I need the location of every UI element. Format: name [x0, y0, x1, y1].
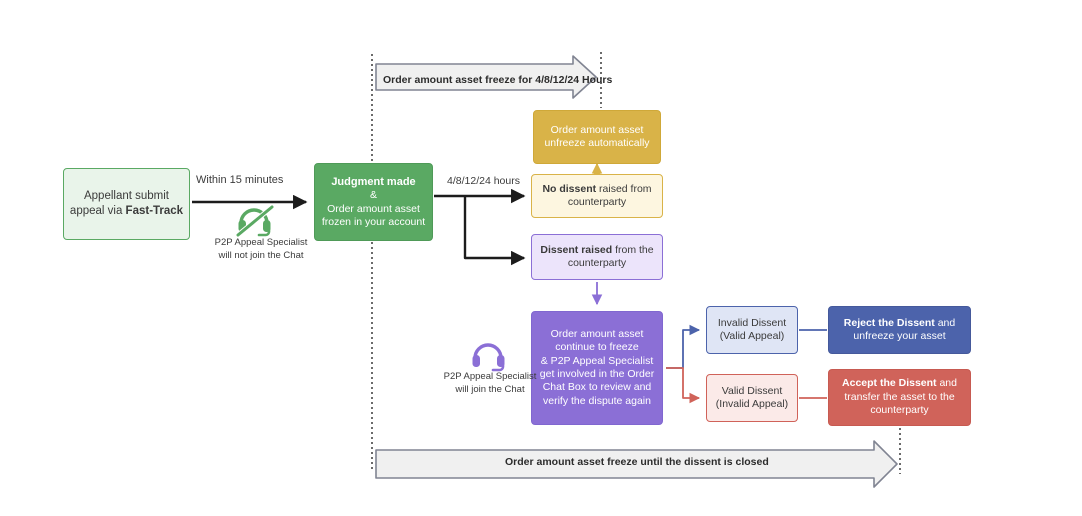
review-line3: & P2P Appeal Specialist [540, 354, 654, 367]
judgment-line1: Judgment made [331, 175, 416, 188]
headset-caption: P2P Appeal Specialist will join the Chat [420, 371, 560, 397]
node-valid-dissent[interactable]: Valid Dissent (Invalid Appeal) [706, 374, 798, 422]
headset-muted-icon [232, 199, 278, 242]
nochat-caption-line2: will not join the Chat [218, 249, 304, 261]
edge-review-valid [666, 367, 701, 404]
appellant-line2-bold: Fast-Track [125, 205, 184, 217]
reject-line2: unfreeze your asset [853, 330, 946, 342]
node-specialist-review[interactable]: Order amount asset continue to freeze & … [531, 311, 663, 425]
reject-bold: Reject the Dissent [843, 316, 935, 329]
review-line4: get involved in the Order [539, 368, 655, 380]
judgment-line4: frozen in your account [321, 215, 426, 228]
edge-label-within-15-minutes: Within 15 minutes [196, 174, 284, 186]
node-asset-unfreeze-automatically[interactable]: Order amount asset unfreeze automaticall… [533, 110, 661, 164]
banner-bottom-label: Order amount asset freeze until the diss… [505, 456, 769, 468]
edge-review-invalid [666, 324, 701, 369]
appellant-line1: Appellant submit [83, 190, 170, 203]
reject-rest: and [934, 316, 956, 329]
unfreeze-line1: Order amount asset [550, 123, 644, 136]
accept-line2: transfer the asset to the [844, 390, 955, 403]
dissent-raised-rest: from the [612, 243, 654, 256]
review-line2: continue to freeze [555, 341, 639, 354]
no-dissent-line2: counterparty [567, 196, 627, 208]
node-appellant-submit-appeal[interactable]: Appellant submit appeal via Fast-Track [63, 168, 190, 240]
headset-muted-caption: P2P Appeal Specialist will not join the … [191, 237, 331, 263]
accept-bold: Accept the Dissent [842, 377, 937, 390]
no-dissent-rest: raised from [596, 182, 652, 195]
judgment-line2: & [369, 189, 377, 202]
banner-top-label: Order amount asset freeze for 4/8/12/24 … [383, 74, 613, 86]
node-reject-dissent[interactable]: Reject the Dissent and unfreeze your ass… [828, 306, 971, 354]
review-line5: Chat Box to review and [542, 381, 652, 394]
judgment-line3: Order amount asset [327, 202, 420, 215]
dissent-raised-bold: Dissent raised [540, 243, 613, 256]
appellant-line2-plain: appeal via [69, 205, 126, 217]
edge-label-hours: 4/8/12/24 hours [447, 175, 520, 187]
node-no-dissent-raised[interactable]: No dissent raised from counterparty [531, 174, 663, 218]
valid-line1: Valid Dissent [721, 384, 783, 397]
review-line6: verify the dispute again [543, 394, 651, 407]
node-dissent-raised[interactable]: Dissent raised from the counterparty [531, 234, 663, 280]
nochat-caption-line1: P2P Appeal Specialist [214, 237, 308, 248]
invalid-line1: Invalid Dissent [717, 316, 787, 329]
chat-caption-line2: will join the Chat [455, 383, 525, 395]
invalid-line2: (Valid Appeal) [719, 330, 785, 342]
chat-caption-line1: P2P Appeal Specialist [443, 371, 537, 382]
unfreeze-line2: unfreeze automatically [544, 137, 650, 149]
no-dissent-bold: No dissent [542, 182, 597, 195]
accept-rest: and [936, 377, 957, 390]
review-line1: Order amount asset [550, 327, 644, 340]
accept-line3: counterparty [870, 404, 929, 417]
dissent-raised-line2: counterparty [567, 257, 627, 269]
node-invalid-dissent[interactable]: Invalid Dissent (Valid Appeal) [706, 306, 798, 354]
headset-icon [466, 334, 512, 377]
edge-judgment-dissent [463, 196, 526, 266]
node-accept-dissent[interactable]: Accept the Dissent and transfer the asse… [828, 369, 971, 426]
valid-line2: (Invalid Appeal) [715, 398, 789, 410]
node-judgment-made[interactable]: Judgment made & Order amount asset froze… [314, 163, 433, 241]
